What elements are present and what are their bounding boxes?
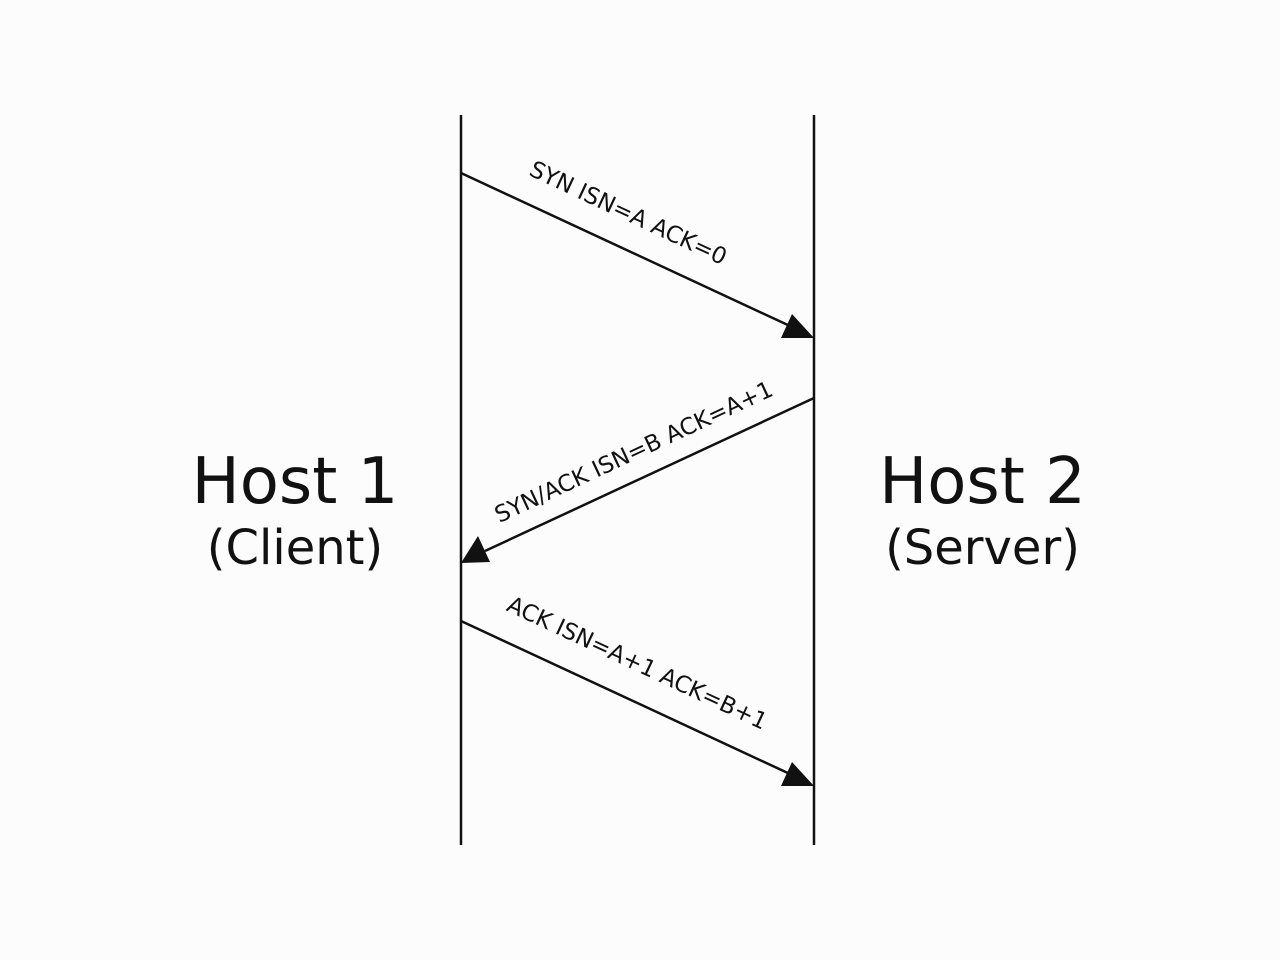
ack-arrow-head — [781, 762, 814, 786]
host2-label: Host 2 (Server) — [845, 450, 1120, 572]
synack-arrow-line — [484, 396, 815, 553]
ack-arrow-line — [460, 619, 791, 776]
ack-message-label: ACK ISN=A+1 ACK=B+1 — [503, 592, 771, 736]
host2-name: Host 2 — [879, 445, 1086, 519]
host1-name: Host 1 — [191, 445, 399, 519]
syn-message-label: SYN ISN=A ACK=0 — [525, 157, 730, 271]
host1-role: (Client) — [206, 520, 384, 576]
synack-arrow-head — [461, 536, 490, 563]
synack-message-label: SYN/ACK ISN=B ACK=A+1 — [491, 377, 777, 529]
host1-label: Host 1 (Client) — [160, 450, 430, 572]
host2-role: (Server) — [885, 520, 1080, 576]
syn-arrow-line — [460, 171, 791, 328]
syn-arrow-head — [781, 314, 814, 338]
